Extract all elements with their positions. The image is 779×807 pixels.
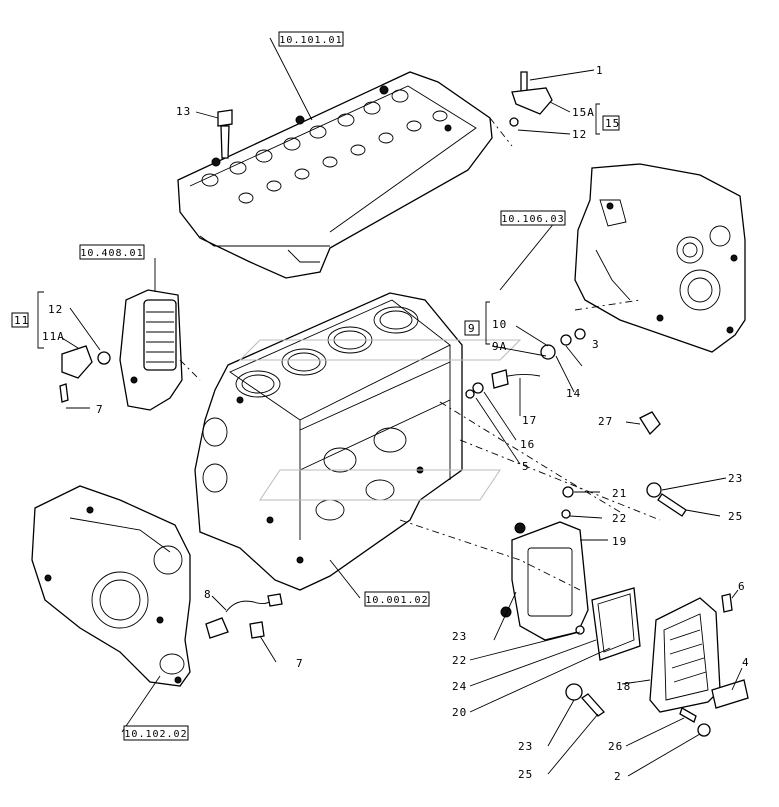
ecu-module <box>649 597 721 713</box>
callout-3: 3 <box>592 338 600 351</box>
callout-14: 14 <box>566 387 581 400</box>
reference-label: 10.001.02 <box>365 595 428 606</box>
cylinder-head <box>177 71 493 279</box>
callout-7: 7 <box>96 403 104 416</box>
callout-11a: 11A <box>42 330 65 343</box>
callout-numbers: 1 15A 12 15 13 11 12 11A 7 9 10 9A 3 14 … <box>14 64 750 783</box>
callout-7: 7 <box>296 657 304 670</box>
callout-19: 19 <box>612 535 627 548</box>
callout-16: 16 <box>520 438 535 451</box>
reference-label: 10.101.01 <box>279 35 342 46</box>
callout-26: 26 <box>608 740 623 753</box>
reference-box-engine-block: 10.001.02 <box>364 591 430 607</box>
oil-cooler <box>119 289 183 411</box>
ecu-gasket <box>591 587 641 661</box>
callout-5: 5 <box>522 460 530 473</box>
reference-label: 10.102.02 <box>124 729 187 740</box>
reference-label: 10.408.01 <box>80 248 143 259</box>
callout-12: 12 <box>572 128 587 141</box>
callout-25: 25 <box>518 768 533 781</box>
cylinder-head-bosses <box>201 85 452 204</box>
callout-box-9 <box>464 320 480 336</box>
callout-22: 22 <box>612 512 627 525</box>
reference-box-timing-case: 10.106.03 <box>500 210 566 226</box>
callout-24: 24 <box>452 680 467 693</box>
callout-23: 23 <box>728 472 743 485</box>
callout-10: 10 <box>492 318 507 331</box>
callout-15: 15 <box>605 117 620 130</box>
callout-13: 13 <box>176 105 191 118</box>
callout-4: 4 <box>742 656 750 669</box>
callout-box-15 <box>602 115 620 131</box>
callout-21: 21 <box>612 487 627 500</box>
callout-1: 1 <box>596 64 604 77</box>
assembly-lines <box>179 117 661 591</box>
callout-11: 11 <box>14 314 29 327</box>
callout-box-11 <box>11 312 29 328</box>
callout-9: 9 <box>468 322 476 335</box>
callout-12: 12 <box>48 303 63 316</box>
callout-20: 20 <box>452 706 467 719</box>
callout-18: 18 <box>616 680 631 693</box>
callout-23: 23 <box>518 740 533 753</box>
callout-8: 8 <box>204 588 212 601</box>
watermark-shape <box>238 339 522 501</box>
engine-block <box>194 292 522 591</box>
callout-9a: 9A <box>492 340 507 353</box>
reference-label: 10.106.03 <box>501 214 564 225</box>
reference-box-cylinder-head: 10.101.01 <box>278 31 344 47</box>
callout-15a: 15A <box>572 106 595 119</box>
reference-box-oil-cooler: 10.408.01 <box>79 244 145 260</box>
small-hardware <box>59 71 733 737</box>
callout-25: 25 <box>728 510 743 523</box>
callout-22: 22 <box>452 654 467 667</box>
cover-plate <box>711 679 749 709</box>
ecu-bracket <box>500 521 589 641</box>
callout-27: 27 <box>598 415 613 428</box>
front-cover <box>31 485 191 687</box>
timing-case <box>574 163 746 353</box>
callout-23: 23 <box>452 630 467 643</box>
callout-2: 2 <box>614 770 622 783</box>
reference-box-front-cover: 10.102.02 <box>123 725 189 741</box>
callout-17: 17 <box>522 414 537 427</box>
leader-lines <box>37 37 743 777</box>
callout-6: 6 <box>738 580 746 593</box>
